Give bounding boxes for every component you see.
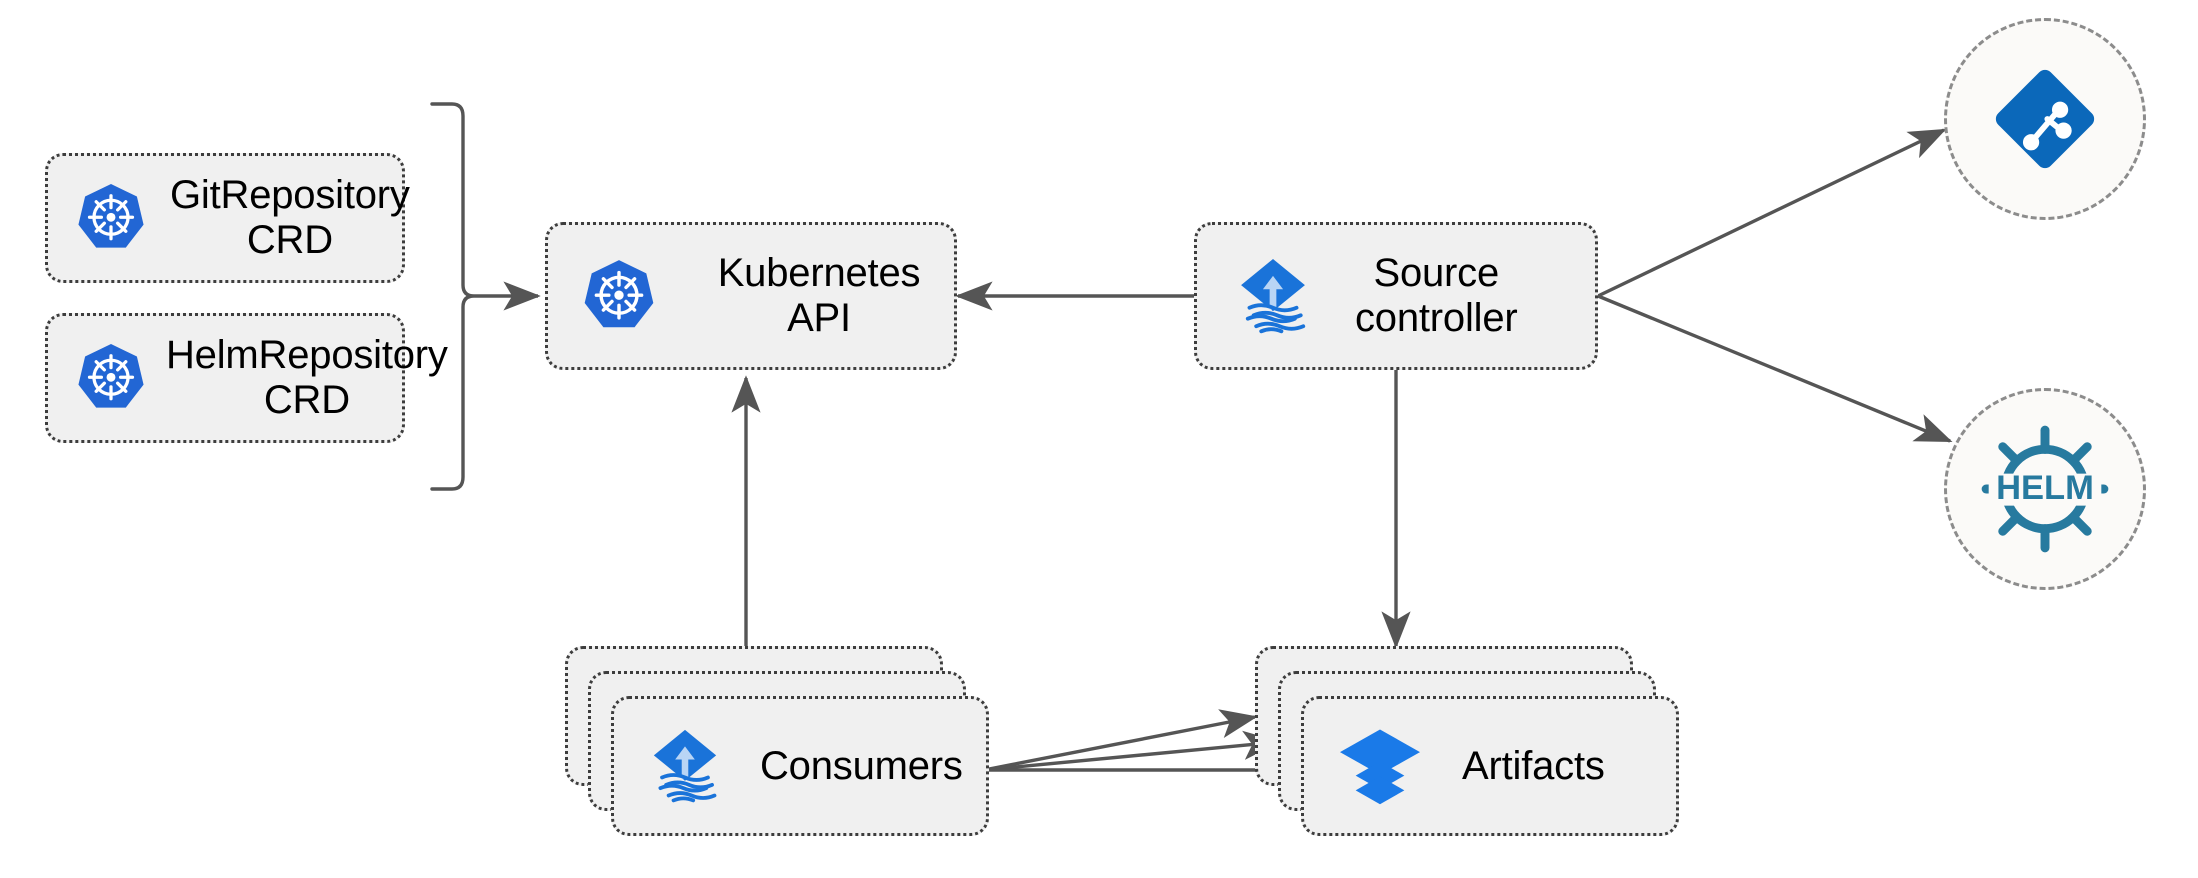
git-repository-crd-label: GitRepository CRD (170, 173, 410, 262)
helm-repository-crd-label: HelmRepository CRD (166, 333, 448, 422)
layers-icon (1336, 726, 1424, 806)
kubernetes-api-box[interactable]: Kubernetes API (545, 222, 957, 370)
source-controller-box[interactable]: Source controller (1194, 222, 1598, 370)
consumers-label: Consumers (760, 743, 963, 788)
flux-icon (644, 725, 726, 807)
flux-icon (1231, 254, 1315, 338)
helm-wordmark: HELM (1996, 469, 2094, 507)
git-icon (1987, 61, 2103, 177)
source-controller-label: Source controller (1355, 251, 1518, 340)
edge-source-to-git (1597, 128, 1947, 298)
edge-consumers-to-artifact-back (983, 709, 1258, 772)
git-provider-circle[interactable] (1944, 18, 2146, 220)
kubernetes-icon (74, 341, 148, 415)
kubernetes-api-label: Kubernetes API (717, 251, 921, 340)
consumers-box[interactable]: Consumers (611, 696, 989, 836)
edge-source-to-helm (1597, 294, 1953, 443)
artifacts-label: Artifacts (1462, 743, 1605, 788)
helm-provider-circle[interactable]: HELM (1944, 388, 2146, 590)
crd-bracket (430, 102, 475, 491)
helm-icon: HELM (1981, 425, 2109, 553)
kubernetes-icon (580, 257, 658, 335)
artifacts-box[interactable]: Artifacts (1301, 696, 1679, 836)
git-repository-crd-box[interactable]: GitRepository CRD (45, 153, 410, 283)
helm-repository-crd-box[interactable]: HelmRepository CRD (45, 313, 448, 443)
kubernetes-icon (74, 181, 148, 255)
edge-consumers-to-artifact-mid (983, 730, 1281, 772)
